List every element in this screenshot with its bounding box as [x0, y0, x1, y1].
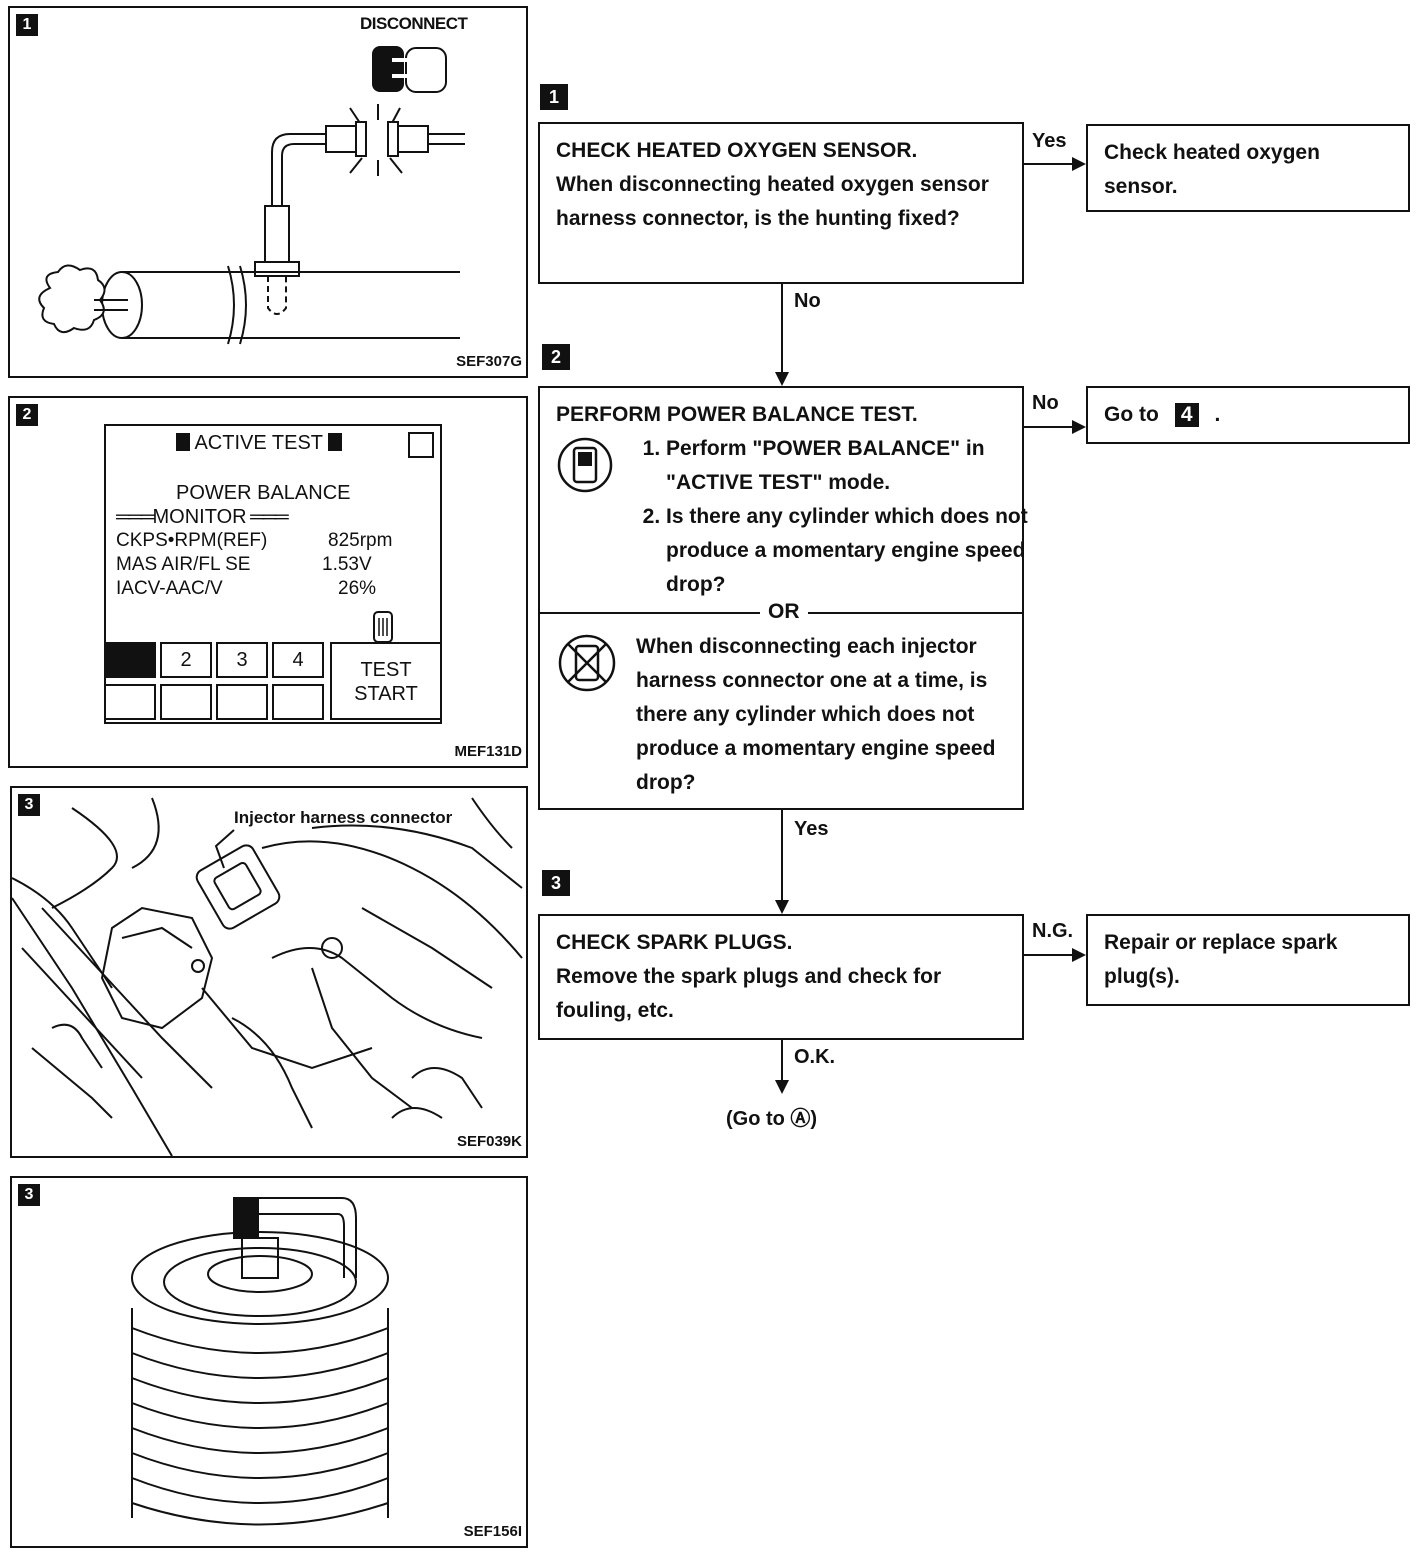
consult-tool-icon: [557, 437, 613, 493]
consult-screen: ACTIVE TEST POWER BALANCE ═══MONITOR ═══…: [104, 424, 442, 724]
monitor-row-name: CKPS•RPM(REF): [116, 530, 268, 551]
step3-box: CHECK SPARK PLUGS. Remove the spark plug…: [538, 914, 1024, 1040]
empty-key[interactable]: [216, 684, 268, 720]
cylinder-2-key[interactable]: 2: [160, 642, 212, 678]
arrow-down: [775, 1080, 789, 1094]
no-label: No: [794, 290, 821, 312]
goto-prefix: Go to: [1104, 403, 1159, 426]
spark-plug-drawing: [131, 1197, 389, 1526]
step2-box: PERFORM POWER BALANCE TEST. Perform "POW…: [538, 386, 1028, 810]
no-label: No: [1032, 392, 1059, 414]
step1-yes-box: Check heated oxygen sensor.: [1086, 124, 1410, 212]
disconnect-label: DISCONNECT: [360, 14, 468, 33]
monitor-line: ═══MONITOR ═══: [116, 506, 289, 528]
cylinder-1-key[interactable]: [104, 642, 156, 678]
empty-key[interactable]: [104, 684, 156, 720]
illustration-panel-2: 2 ACTIVE TEST POWER BALANCE ═══MONITOR ═…: [8, 396, 528, 768]
empty-key[interactable]: [160, 684, 212, 720]
panel-number: 1: [16, 14, 38, 36]
cylinder-4-key[interactable]: 4: [272, 642, 324, 678]
yes-label: Yes: [1032, 130, 1067, 152]
oxygen-sensor-drawing: [38, 46, 465, 345]
figure-code: SEF039K: [456, 1133, 522, 1150]
or-label: OR: [760, 598, 808, 626]
connector-line: [781, 1040, 783, 1082]
screen-header: ACTIVE TEST: [176, 432, 343, 455]
step1-box: CHECK HEATED OXYGEN SENSOR. When disconn…: [538, 122, 1024, 284]
step1-body: When disconnecting heated oxygen sensor …: [556, 173, 989, 230]
empty-key[interactable]: [272, 684, 324, 720]
panel-number: 3: [18, 1184, 40, 1206]
monitor-row-value: 1.53V: [322, 554, 372, 575]
monitor-row-name: IACV-AAC/V: [116, 578, 223, 599]
cylinder-3-key[interactable]: 3: [216, 642, 268, 678]
illustration-panel-1: 1 DISCONNECT SE: [8, 6, 528, 378]
connector-line: [781, 810, 783, 902]
illustration-panel-3: 3 Injector harness connector: [10, 786, 528, 1158]
test-start-key[interactable]: TEST START: [330, 642, 442, 720]
panel-number: 3: [18, 794, 40, 816]
monitor-row-name: MAS AIR/FL SE: [116, 554, 251, 575]
screen-checkbox: [408, 432, 434, 458]
figure-code: SEF156I: [463, 1523, 522, 1540]
step2-item: Is there any cylinder which does not pro…: [666, 500, 1036, 602]
active-test-label: ACTIVE TEST: [194, 432, 323, 454]
step3-ng-box: Repair or replace spark plug(s).: [1086, 914, 1410, 1006]
step2-list: Perform "POWER BALANCE" in "ACTIVE TEST"…: [636, 432, 1036, 602]
arrow-right: [1072, 157, 1086, 171]
panel-number: 2: [16, 404, 38, 426]
engine-drawing: [12, 797, 523, 1156]
figure-code: MEF131D: [454, 743, 522, 760]
arrow-down: [775, 372, 789, 386]
step-number-1: 1: [540, 84, 568, 110]
step1-title: CHECK HEATED OXYGEN SENSOR.: [556, 139, 918, 162]
step2-no-box: Go to 4 .: [1086, 386, 1410, 444]
connector-line: [781, 284, 783, 374]
yes-label: Yes: [794, 818, 829, 840]
step-number-2: 2: [542, 344, 570, 370]
arrow-down: [775, 900, 789, 914]
monitor-row-value: 26%: [338, 578, 377, 599]
goto-a-label[interactable]: (Go to Ⓐ): [726, 1108, 818, 1130]
step1-yes-result: Check heated oxygen sensor.: [1104, 141, 1320, 198]
connector-line: [1024, 163, 1072, 165]
arrow-right: [1072, 948, 1086, 962]
injector-callout: Injector harness connector: [234, 808, 453, 827]
power-balance-title: POWER BALANCE: [176, 482, 351, 504]
step2-title: PERFORM POWER BALANCE TEST.: [556, 403, 918, 426]
step2-item: Perform "POWER BALANCE" in "ACTIVE TEST"…: [666, 432, 1036, 500]
no-tool-icon: [558, 634, 616, 692]
connector-line: [1024, 426, 1072, 428]
monitor-label: MONITOR: [152, 506, 247, 528]
ng-label: N.G.: [1032, 920, 1074, 942]
test-start-line: TEST: [360, 659, 412, 681]
step3-body: Remove the spark plugs and check for fou…: [556, 965, 942, 1022]
step2-alt-text: When disconnecting each injector harness…: [636, 635, 996, 794]
connector-line: [1024, 954, 1072, 956]
arrow-right: [1072, 420, 1086, 434]
goto-suffix: .: [1214, 403, 1221, 426]
monitor-row-value: 825rpm: [328, 530, 393, 551]
step3-ng-result: Repair or replace spark plug(s).: [1104, 931, 1338, 988]
step3-title: CHECK SPARK PLUGS.: [556, 931, 793, 954]
test-start-line: START: [354, 683, 418, 705]
illustration-panel-4: 3 SEF156I: [10, 1176, 528, 1548]
goto-step-ref[interactable]: 4: [1174, 403, 1199, 427]
step-number-3: 3: [542, 870, 570, 896]
figure-code: SEF307G: [456, 353, 522, 370]
finger-icon: [373, 611, 393, 643]
ok-label: O.K.: [794, 1046, 836, 1068]
